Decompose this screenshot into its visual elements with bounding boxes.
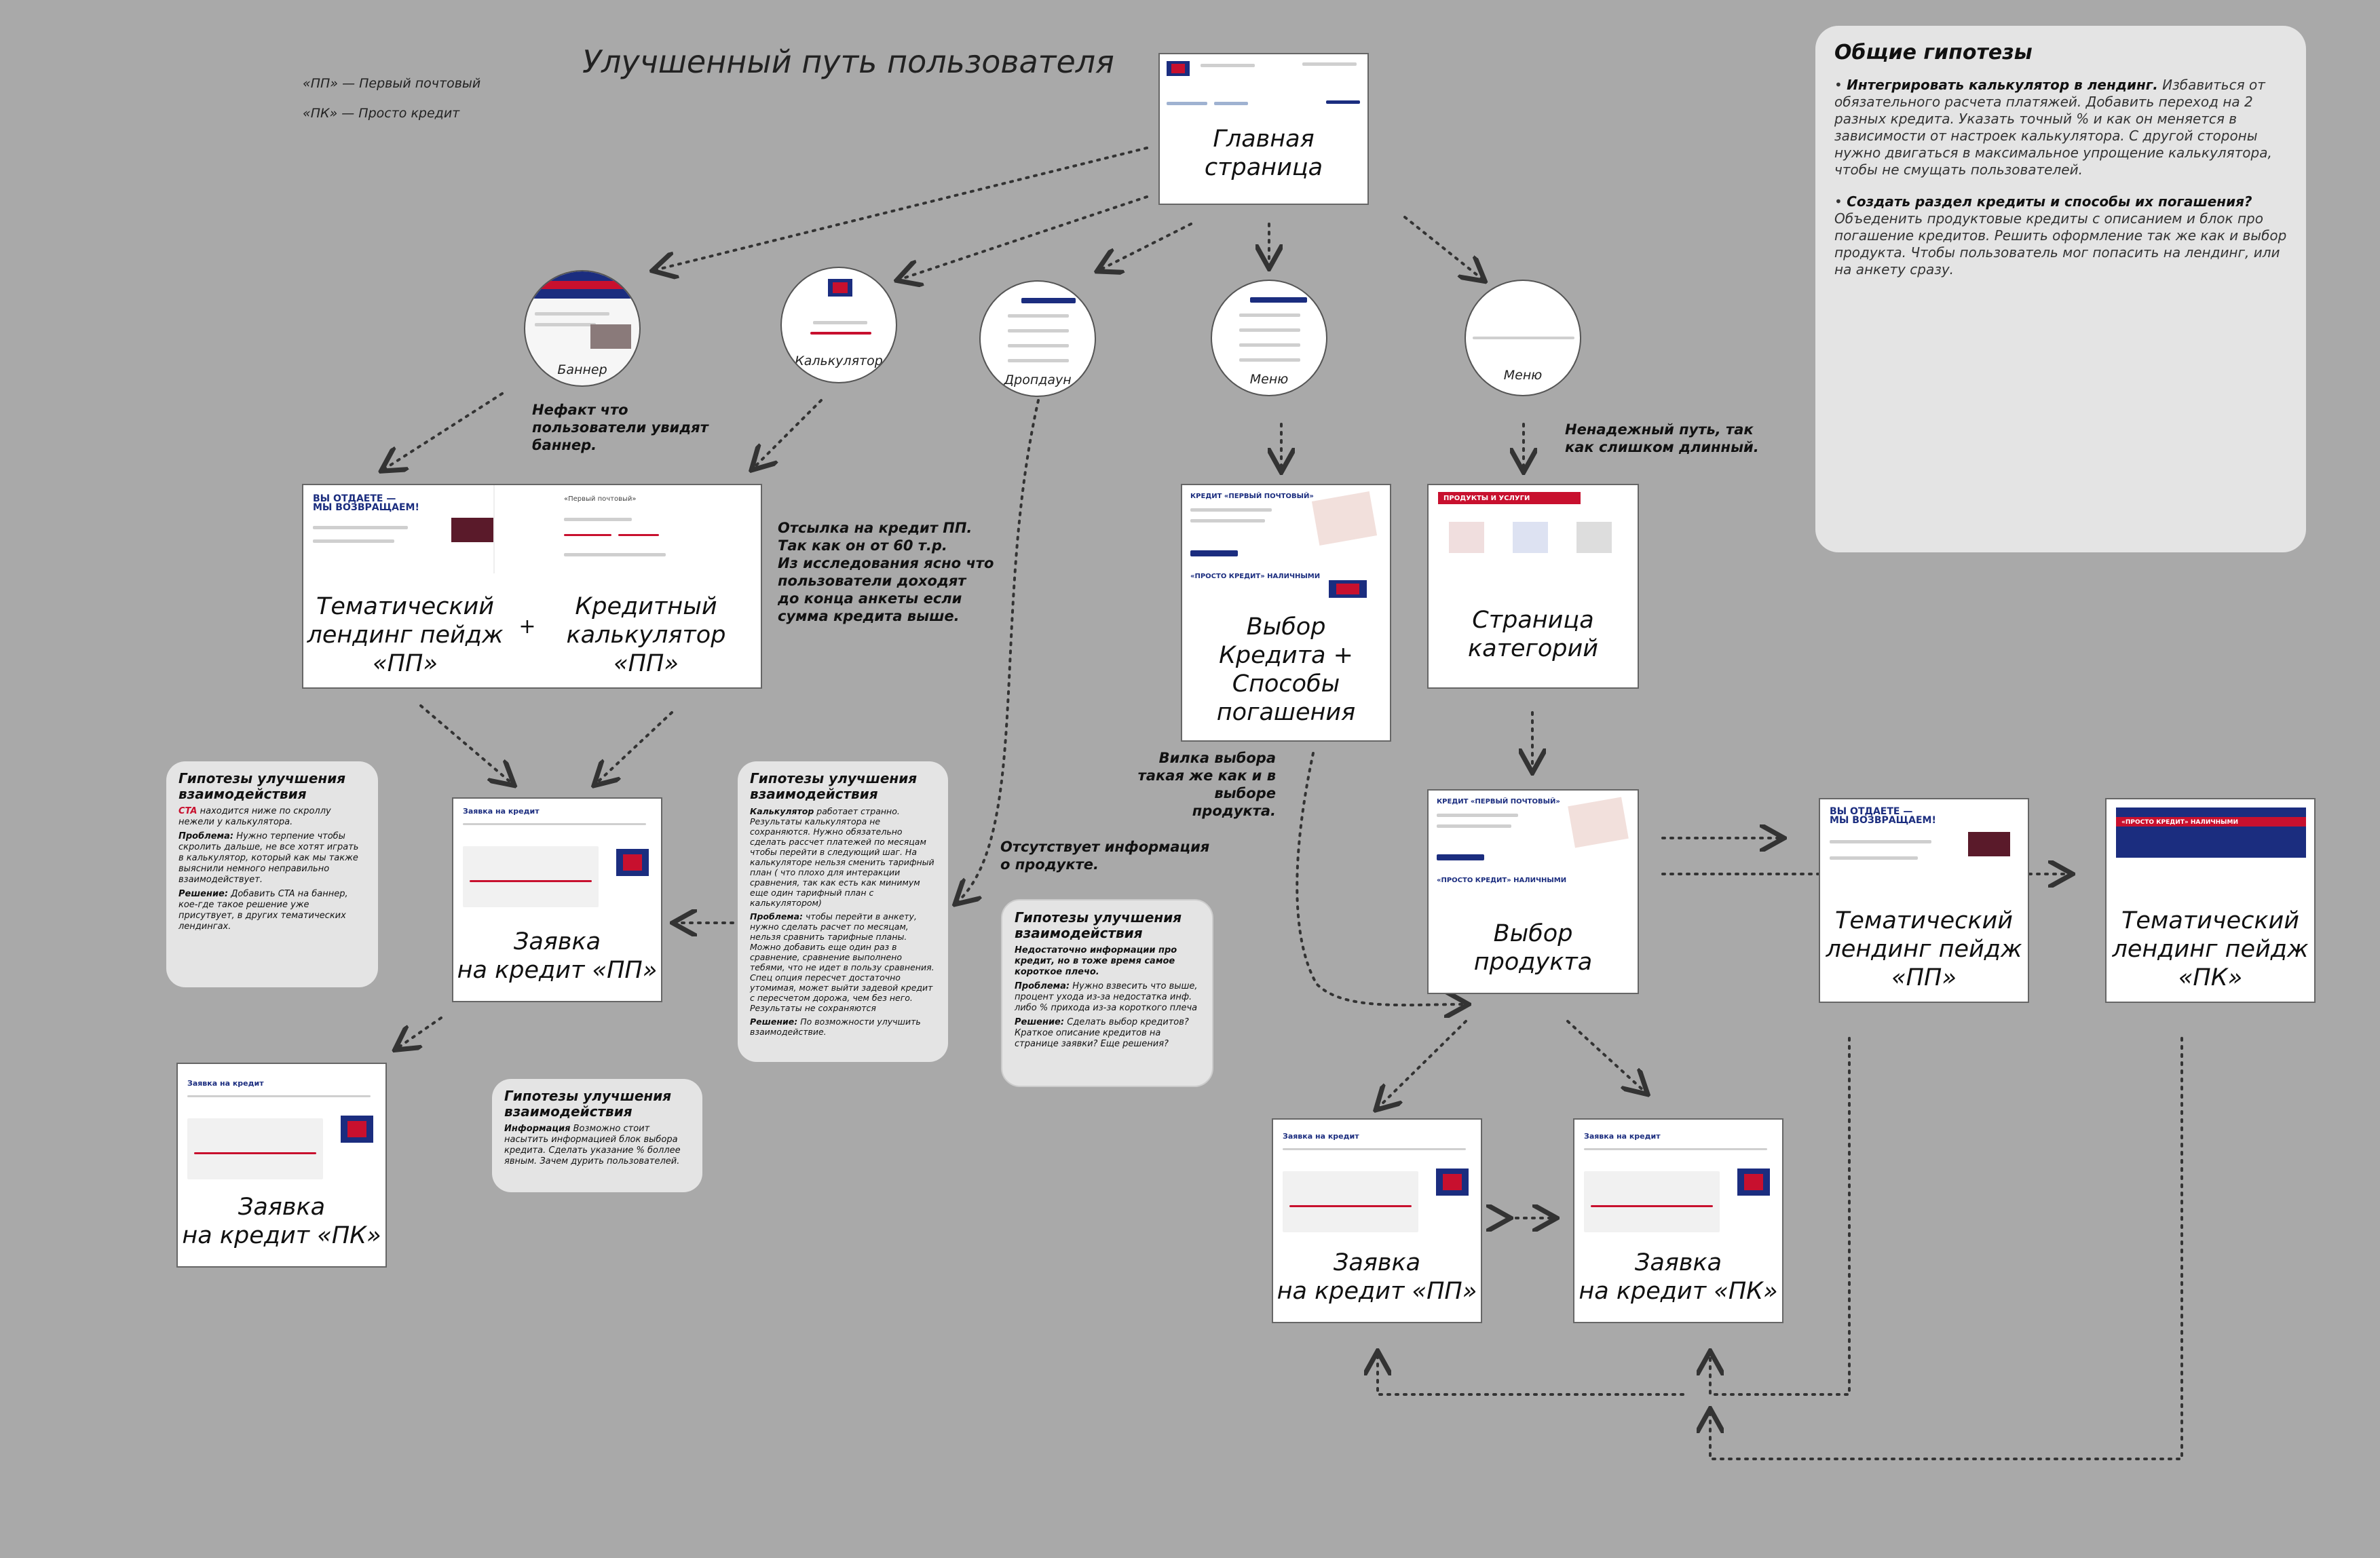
menu-circle-1[interactable]: Меню <box>1211 280 1327 396</box>
credit-pp-title: КРЕДИТ «ПЕРВЫЙ ПОЧТОВЫЙ» <box>1190 493 1314 500</box>
application-pk-right-card[interactable]: Заявка на кредит Заявка на кредит «ПК» <box>1573 1118 1783 1323</box>
legend: «ПП» — Первый почтовый «ПК» — Просто кре… <box>303 61 480 136</box>
banner-note: Нефакт что пользователи увидят баннер. <box>532 402 709 453</box>
legend-pp: «ПП» — Первый почтовый <box>303 76 481 91</box>
logo-icon <box>616 849 649 876</box>
choice-product-card[interactable]: КРЕДИТ «ПЕРВЫЙ ПОЧТОВЫЙ» «ПРОСТО КРЕДИТ»… <box>1427 789 1639 994</box>
hypothesis-item-2: • Создать раздел кредиты и способы их по… <box>1834 193 2287 278</box>
pk-banner-title: «ПРОСТО КРЕДИТ» НАЛИЧНЫМИ <box>2121 819 2238 826</box>
hypothesis-bubble-1: Гипотезы улучшения взаимодействия CTA на… <box>166 761 378 987</box>
calc-caption: Кредитный калькулятор «ПП» <box>566 593 726 677</box>
bubble-1-lead: находится ниже по скроллу нежели у кальк… <box>178 806 331 827</box>
bubble-2-problem-label: Проблема: <box>750 911 804 922</box>
bubble-2-solution-label: Решение: <box>750 1016 798 1027</box>
bubble-3-lead-bold: Информация <box>504 1124 571 1134</box>
application-title: Заявка на кредит <box>187 1079 264 1088</box>
calculator-circle[interactable]: Калькулятор <box>780 267 897 383</box>
bubble-1-title: Гипотезы улучшения взаимодействия <box>178 770 346 802</box>
application-pk-left-caption: Заявка на кредит «ПК» <box>182 1194 381 1249</box>
hypothesis-2-bold: Создать раздел кредиты и способы их пога… <box>1847 193 2252 210</box>
application-pk-right-caption: Заявка на кредит «ПК» <box>1579 1249 1778 1305</box>
bubble-1-problem-label: Проблема: <box>178 831 234 841</box>
application-pp-right-card[interactable]: Заявка на кредит Заявка на кредит «ПП» <box>1272 1118 1482 1323</box>
product-pk-title: «ПРОСТО КРЕДИТ» НАЛИЧНЫМИ <box>1437 877 1567 884</box>
landing-headline: ВЫ ОТДАЕТЕ — МЫ ВОЗВРАЩАЕМ! <box>313 493 419 513</box>
general-hypotheses-panel: Общие гипотезы • Интегрировать калькулят… <box>1815 26 2306 552</box>
dropdown-note: Отсутствует информация о продукте. <box>1000 839 1210 873</box>
bubble-4-problem: Нужно взвесить что выше, процент ухода и… <box>1015 981 1198 1013</box>
hypothesis-bubble-3: Гипотезы улучшения взаимодействия Информ… <box>492 1079 702 1192</box>
choice-credit-caption: Выбор Кредита + Способы погашения <box>1216 613 1356 726</box>
page-title: Улучшенный путь пользователя <box>582 43 1114 80</box>
menu-caption-2: Меню <box>1503 368 1543 383</box>
menu-circle-2[interactable]: Меню <box>1465 280 1581 396</box>
bubble-1-cta: CTA <box>178 806 197 816</box>
logo-icon <box>1167 61 1190 76</box>
logo-icon <box>1737 1168 1770 1196</box>
bubble-2-lead: работает странно. Результаты калькулятор… <box>750 806 934 908</box>
bubble-2-solution: По возможности улучшить взаимодействие. <box>750 1016 921 1037</box>
home-page-card[interactable]: Главная страница <box>1158 53 1369 205</box>
application-title: Заявка на кредит <box>1584 1132 1661 1141</box>
product-pp-title: КРЕДИТ «ПЕРВЫЙ ПОЧТОВЫЙ» <box>1437 798 1560 805</box>
plus-sign: + <box>518 615 536 639</box>
logo-icon <box>1436 1168 1469 1196</box>
landing-calculator-card[interactable]: ВЫ ОТДАЕТЕ — МЫ ВОЗВРАЩАЕМ! «Первый почт… <box>302 484 762 689</box>
landing-caption: Тематический лендинг пейдж «ПП» <box>307 593 504 677</box>
landing-pp-caption: Тематический лендинг пейдж «ПП» <box>1826 907 2022 991</box>
bubble-4-problem-label: Проблема: <box>1015 981 1070 991</box>
bubble-1-solution-label: Решение: <box>178 889 229 899</box>
banner-caption: Баннер <box>557 362 607 377</box>
bubble-4-title: Гипотезы улучшения взаимодействия <box>1015 909 1182 941</box>
bubble-2-problem: чтобы перейти в анкету, нужно сделать ра… <box>750 911 934 1013</box>
landing-pp-headline: ВЫ ОТДАЕТЕ — МЫ ВОЗВРАЩАЕМ! <box>1830 806 1936 826</box>
bubble-2-lead-bold: Калькулятор <box>750 806 814 816</box>
application-pk-left-card[interactable]: Заявка на кредит Заявка на кредит «ПК» <box>176 1063 387 1268</box>
bubble-2-title: Гипотезы улучшения взаимодействия <box>750 770 918 802</box>
calc-title: «Первый почтовый» <box>564 495 637 503</box>
choice-product-caption: Выбор продукта <box>1473 920 1593 976</box>
logo-icon <box>828 279 852 297</box>
logo-icon <box>341 1116 373 1143</box>
dropdown-caption: Дропдаун <box>1004 373 1072 387</box>
banner-circle[interactable]: Баннер <box>524 270 641 387</box>
menu-note: Ненадежный путь, так как слишком длинный… <box>1565 421 1759 455</box>
categories-caption: Страница категорий <box>1467 607 1599 662</box>
application-title: Заявка на кредит <box>1283 1132 1359 1141</box>
bubble-3-title: Гипотезы улучшения взаимодействия <box>504 1088 672 1120</box>
landing-pk-card[interactable]: «ПРОСТО КРЕДИТ» НАЛИЧНЫМИ Тематический л… <box>2105 798 2316 1003</box>
products-title: ПРОДУКТЫ И УСЛУГИ <box>1443 495 1530 502</box>
calculator-caption: Калькулятор <box>795 354 883 368</box>
application-pp-left-caption: Заявка на кредит «ПП» <box>457 928 658 984</box>
bubble-4-solution-label: Решение: <box>1015 1017 1065 1027</box>
bubble-1-solution: Добавить CTA на баннер, кое-где такое ре… <box>178 889 348 932</box>
bubble-4-lead-bold: Недостаточно информации про кредит, но в… <box>1015 945 1177 977</box>
hypothesis-1-bold: Интегрировать калькулятор в лендинг. <box>1847 77 2158 93</box>
dropdown-circle[interactable]: Дропдаун <box>979 280 1096 397</box>
calculator-note: Отсылка на кредит ПП. Так как он от 60 т… <box>778 520 994 624</box>
menu-caption-1: Меню <box>1249 372 1289 387</box>
landing-pp-card[interactable]: ВЫ ОТДАЕТЕ — МЫ ВОЗВРАЩАЕМ! Тематический… <box>1819 798 2029 1003</box>
categories-card[interactable]: ПРОДУКТЫ И УСЛУГИ Страница категорий <box>1427 484 1639 689</box>
application-title: Заявка на кредит <box>463 807 540 816</box>
legend-pk: «ПК» — Просто кредит <box>303 106 460 121</box>
bubble-3-lead: Возможно стоит насытить информацией блок… <box>504 1124 681 1166</box>
bubble-4-solution: Сделать выбор кредитов? Краткое описание… <box>1015 1017 1189 1049</box>
hypothesis-2-text: Объеденить продуктовые кредиты с описани… <box>1834 210 2287 278</box>
application-pp-right-caption: Заявка на кредит «ПП» <box>1277 1249 1477 1305</box>
application-pp-left-card[interactable]: Заявка на кредит Заявка на кредит «ПП» <box>452 797 662 1002</box>
home-caption: Главная страница <box>1204 126 1323 181</box>
fork-note: Вилка выбора такая же как и в выборе про… <box>1137 750 1276 819</box>
landing-pk-caption: Тематический лендинг пейдж «ПК» <box>2112 907 2309 991</box>
logo-icon <box>1329 580 1367 598</box>
hypothesis-item-1: • Интегрировать калькулятор в лендинг. И… <box>1834 77 2272 178</box>
credit-pk-title: «ПРОСТО КРЕДИТ» НАЛИЧНЫМИ <box>1190 573 1321 580</box>
bubble-1-problem: Нужно терпение чтобы скролить дальше, не… <box>178 831 359 885</box>
hypotheses-title: Общие гипотезы <box>1834 41 2033 64</box>
choice-credit-card[interactable]: КРЕДИТ «ПЕРВЫЙ ПОЧТОВЫЙ» «ПРОСТО КРЕДИТ»… <box>1181 484 1391 742</box>
hypothesis-bubble-2: Гипотезы улучшения взаимодействия Кальку… <box>738 761 948 1062</box>
hypothesis-1-text: Избавиться от обязательного расчета плат… <box>1834 77 2272 178</box>
hypothesis-bubble-4: Гипотезы улучшения взаимодействия Недост… <box>1001 899 1213 1087</box>
